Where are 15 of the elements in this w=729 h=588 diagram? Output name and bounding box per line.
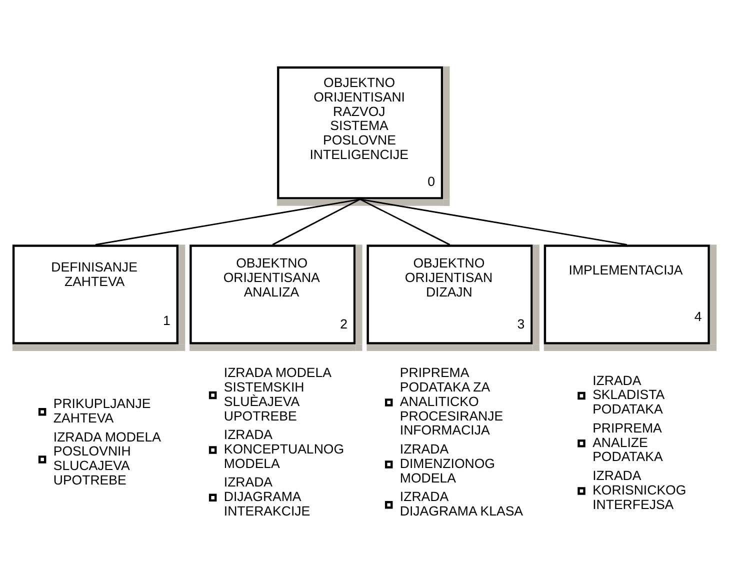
node-label: IZRADA SKLADISTA PODATAKA	[592, 372, 665, 416]
connector	[272, 198, 360, 245]
node-label: PRIKUPLJANJE ZAHTEVA	[53, 396, 151, 425]
node-label: IZRADA DIMENZIONOG MODELA	[400, 440, 496, 485]
node-label: IZRADA KONCEPTUALNOG MODELA	[224, 426, 344, 470]
node-label: IZRADA MODELA SISTEMSKIH SLUÈAJEVA UPOTREBE	[224, 364, 332, 423]
node-label: IZRADA MODELA POSLOVNIH SLUCAJEVA UPOTREBE	[53, 428, 162, 487]
connector	[360, 198, 450, 245]
node-label: IZRADA DIJAGRAMA INTERAKCIJE	[224, 474, 310, 518]
connector	[360, 198, 628, 245]
connector	[95, 198, 360, 245]
node-label: PRIPREMA ANALIZE PODATAKA	[592, 420, 663, 464]
node-label: PRIPREMA PODATAKA ZA ANALITICKO PROCESIRANJE INFORMACIJA	[400, 364, 504, 438]
node-label: IZRADA KORISNICKOG INTERFEJSA	[592, 468, 686, 512]
node-label: IZRADA DIJAGRAMA KLASA	[400, 488, 524, 518]
